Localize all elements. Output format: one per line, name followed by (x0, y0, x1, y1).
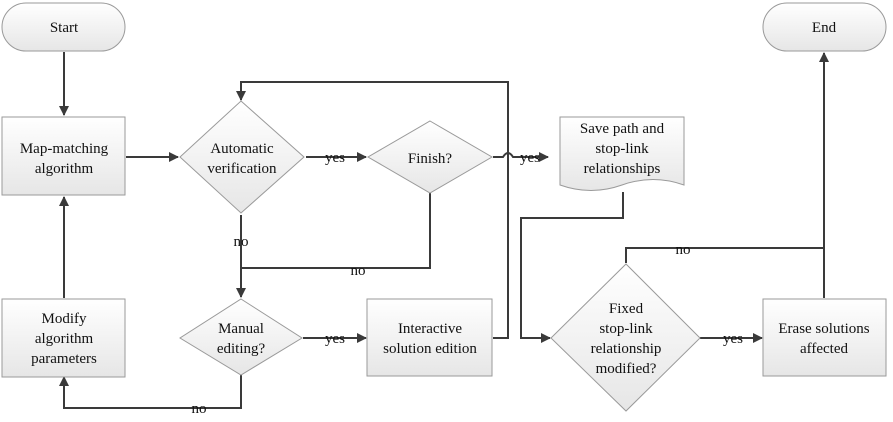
fixed-label-line3: relationship (591, 341, 662, 357)
interactive-edition-node: Interactive solution edition (366, 298, 493, 377)
interactive-label-line1: Interactive (398, 321, 462, 337)
fixed-label-line1: Fixed (609, 301, 644, 317)
edge-label-auto-no: no (234, 234, 249, 250)
map-matching-label-line1: Map-matching (20, 141, 109, 157)
arrow-manual-no-to-modify (59, 375, 242, 409)
erase-label-line1: Erase solutions (778, 321, 869, 337)
save-path-node: Save path and stop-link relationships (559, 116, 685, 191)
erase-label-line2: affected (800, 341, 849, 357)
connectors (59, 52, 829, 409)
fixed-label-line2: stop-link (599, 321, 653, 337)
finish-label: Finish? (408, 151, 453, 167)
arrow-save-to-fixed (520, 192, 624, 343)
arrow-finish-no-to-manual (241, 193, 431, 269)
finish-node: Finish? (367, 120, 493, 194)
edge-label-auto-yes: yes (325, 150, 345, 166)
manual-editing-node: Manual editing? (179, 298, 303, 376)
automatic-verification-node: Automatic verification (179, 100, 305, 214)
end-node: End (762, 2, 887, 52)
edge-labels: yes no no yes yes no yes no (192, 150, 744, 417)
fixed-stop-link-node: Fixed stop-link relationship modified? (550, 263, 701, 412)
auto-verification-label-line1: Automatic (210, 141, 274, 157)
erase-solutions-node: Erase solutions affected (762, 298, 887, 377)
manual-editing-label-line2: editing? (217, 341, 266, 357)
modify-label-line3: parameters (31, 351, 97, 367)
arrow-fixed-no-to-end (625, 247, 824, 263)
manual-editing-label-line1: Manual (218, 321, 264, 337)
edge-label-manual-yes: yes (325, 331, 345, 347)
edge-label-fixed-no: no (676, 242, 691, 258)
start-label: Start (50, 20, 79, 36)
fixed-label-line4: modified? (596, 361, 657, 377)
edge-label-finish-no: no (351, 263, 366, 279)
auto-verification-label-line2: verification (207, 161, 277, 177)
edge-label-finish-yes: yes (520, 150, 540, 166)
edge-label-manual-no: no (192, 401, 207, 417)
save-path-label-line2: stop-link (595, 141, 649, 157)
map-matching-node: Map-matching algorithm (1, 116, 126, 196)
interactive-label-line2: solution edition (383, 341, 477, 357)
start-node: Start (1, 2, 126, 52)
end-label: End (812, 20, 837, 36)
save-path-label-line3: relationships (584, 161, 661, 177)
modify-parameters-node: Modify algorithm parameters (1, 298, 126, 378)
map-matching-label-line2: algorithm (35, 161, 94, 177)
edge-label-fixed-yes: yes (723, 331, 743, 347)
modify-label-line2: algorithm (35, 331, 94, 347)
save-path-label-line1: Save path and (580, 121, 665, 137)
arrow-interactive-loop-back (236, 81, 509, 339)
modify-label-line1: Modify (42, 311, 88, 327)
